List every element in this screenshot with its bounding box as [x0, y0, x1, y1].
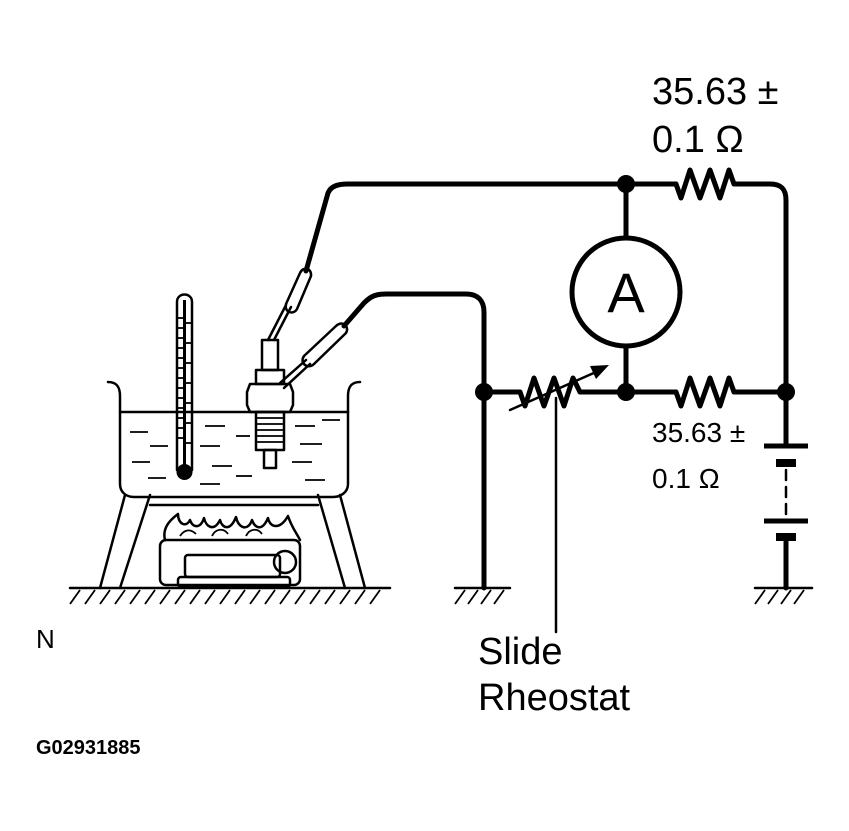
bottom-resistor-label-line2: 0.1 Ω: [652, 463, 720, 494]
burner-stand: [98, 493, 367, 590]
water-beaker: [106, 380, 362, 499]
ground-middle: [453, 586, 512, 605]
ammeter-label: A: [607, 261, 645, 324]
ground-right: [753, 586, 814, 605]
resistor-top: [673, 167, 737, 201]
ground-left: [68, 586, 392, 605]
figure-code: G02931885: [36, 737, 141, 759]
resistor-bottom: [673, 375, 737, 409]
top-resistor-label-line2: 0.1 Ω: [652, 119, 744, 161]
corner-mark: N: [36, 624, 55, 654]
ammeter: A: [569, 235, 683, 349]
probe-lower: [278, 291, 487, 591]
slide-rheostat: [508, 365, 609, 634]
bottom-resistor-label-line1: 35.63 ±: [652, 417, 745, 448]
flame-icon: [163, 512, 302, 542]
probe-upper: [266, 181, 629, 342]
top-resistor-label-line1: 35.63 ±: [652, 71, 779, 113]
battery-icon: [764, 443, 808, 541]
rheostat-label-line1: Slide: [478, 631, 563, 673]
temperature-sensor: [245, 338, 295, 470]
thermometer-icon: [175, 293, 194, 480]
junction-nodes: [475, 175, 795, 401]
rheostat-label-line2: Rheostat: [478, 677, 631, 719]
